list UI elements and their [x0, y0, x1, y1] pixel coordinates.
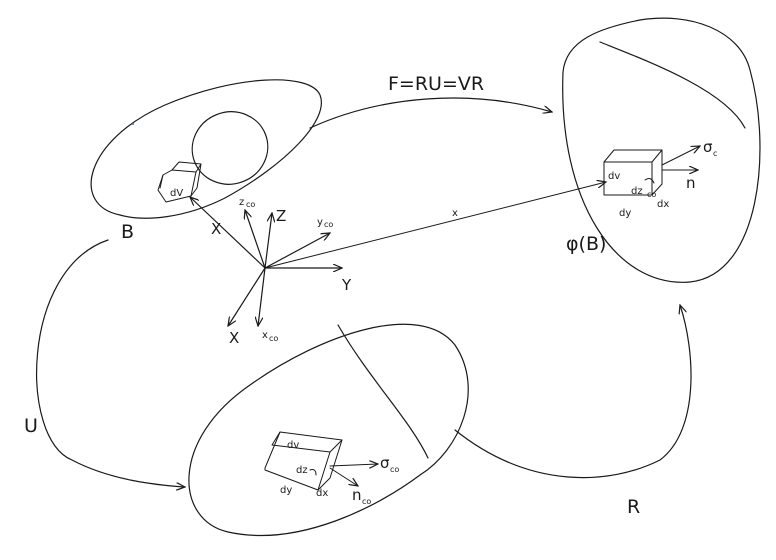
- mapping-arrows: F=RU=VR U R: [24, 73, 692, 518]
- def-sigma: σ: [703, 138, 713, 156]
- def-n: n: [686, 174, 696, 192]
- label-position-x: x: [452, 208, 458, 219]
- label-zco-sub: co: [246, 200, 255, 209]
- rot-n: n: [352, 486, 362, 504]
- coordinate-axes: Z z co X y co Y X x co x: [190, 182, 606, 347]
- label-F: F=RU=VR: [388, 73, 484, 95]
- rot-dz: dz: [296, 465, 308, 476]
- axis-X-reference: [190, 197, 266, 269]
- deformed-volume-element: [603, 149, 663, 196]
- label-xco: x: [262, 330, 268, 341]
- label-R: R: [627, 496, 640, 518]
- label-phiB: φ(B): [566, 233, 606, 255]
- label-B: B: [121, 221, 134, 243]
- axis-zco: [245, 210, 266, 269]
- reference-body-section: [191, 111, 269, 185]
- rot-dv: dv: [287, 440, 299, 451]
- label-X-lower: X: [229, 329, 239, 347]
- arrow-R: [454, 305, 692, 479]
- label-U: U: [24, 415, 38, 437]
- rotated-volume-element: [264, 431, 343, 491]
- rot-n-sub: co: [362, 497, 371, 506]
- rotated-body-outline: [188, 323, 469, 537]
- arrow-F: [309, 97, 552, 129]
- reference-body-outline: [90, 79, 322, 219]
- stray-dot: [132, 123, 134, 125]
- label-Y: Y: [341, 276, 352, 294]
- label-X-reference: X: [211, 220, 221, 238]
- arrow-U: [36, 239, 185, 487]
- def-dz: dz: [631, 186, 643, 197]
- label-xco-sub: co: [269, 334, 278, 343]
- deformed-body-outline: [562, 17, 761, 283]
- deformed-body-phiB: dv dz co dy dx σ c n φ(B): [562, 17, 761, 283]
- axis-xco: [258, 267, 266, 326]
- sigma-co-arrow: [329, 464, 378, 466]
- reference-volume-element: [157, 161, 202, 203]
- rot-dy: dy: [280, 485, 292, 496]
- sigma-c-arrow: [661, 146, 700, 166]
- def-dx: dx: [657, 199, 669, 210]
- normal-nco-arrow: [329, 467, 358, 486]
- label-Z: Z: [276, 207, 286, 225]
- axis-X: [228, 267, 266, 326]
- def-dv: dv: [608, 171, 620, 182]
- deformed-body-section: [599, 41, 746, 129]
- axis-yco: [264, 233, 330, 269]
- rot-sigma: σ: [380, 454, 390, 472]
- label-dV: dV: [170, 188, 183, 199]
- rot-sigma-sub: co: [390, 465, 399, 474]
- label-yco: y: [317, 217, 323, 228]
- def-sigma-sub: c: [713, 149, 717, 158]
- def-dy: dy: [619, 208, 631, 219]
- rot-dx: dx: [316, 488, 328, 499]
- rotated-body-section: [337, 324, 429, 459]
- position-vector-x: [264, 182, 606, 269]
- def-dz-sub: co: [647, 190, 656, 199]
- reference-body-B: B dV: [90, 79, 322, 243]
- label-zco: z: [239, 197, 244, 208]
- label-yco-sub: co: [324, 220, 333, 229]
- rotated-body: dv dz dy dx σ co n co: [188, 323, 469, 537]
- axis-Z: [264, 213, 272, 269]
